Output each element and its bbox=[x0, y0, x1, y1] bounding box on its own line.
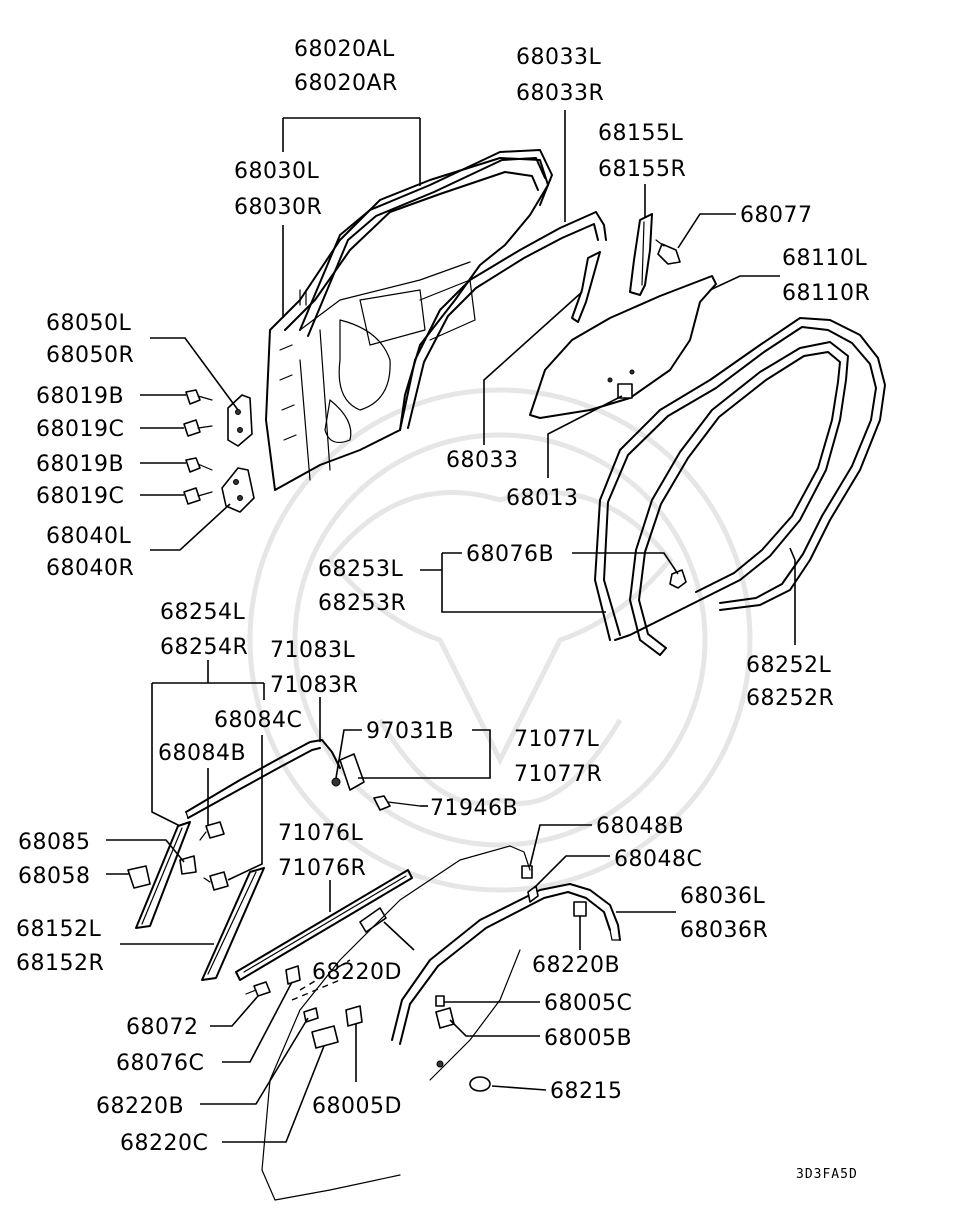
hinge-bolts-part bbox=[183, 389, 213, 505]
label-71946B: 71946B bbox=[430, 796, 518, 821]
label-68050R: 68050R bbox=[46, 343, 134, 368]
label-68252R: 68252R bbox=[746, 686, 834, 711]
label-68020AL: 68020AL bbox=[294, 37, 395, 62]
label-68050L: 68050L bbox=[46, 311, 131, 336]
clips-68005-part bbox=[435, 995, 455, 1029]
pad-68220B-right-part bbox=[573, 901, 587, 917]
label-68110L: 68110L bbox=[782, 246, 867, 271]
pillar-trim-part bbox=[201, 867, 265, 981]
screw-68072-part bbox=[245, 981, 271, 997]
label-68152L: 68152L bbox=[16, 917, 101, 942]
label-68077: 68077 bbox=[740, 203, 813, 228]
label-68152R: 68152R bbox=[16, 951, 104, 976]
label-68220D: 68220D bbox=[312, 960, 402, 985]
label-68254L: 68254L bbox=[160, 600, 245, 625]
label-97031B: 97031B bbox=[366, 719, 454, 744]
label-68253L: 68253L bbox=[318, 557, 403, 582]
label-68220C: 68220C bbox=[120, 1131, 208, 1156]
opening-weatherstrip-part bbox=[614, 341, 849, 656]
label-71076R: 71076R bbox=[278, 856, 366, 881]
glass-clip bbox=[617, 383, 633, 399]
label-68030R: 68030R bbox=[234, 195, 322, 220]
pads-lower-part bbox=[303, 1005, 363, 1049]
label-71076L: 71076L bbox=[278, 821, 363, 846]
division-bar-part bbox=[571, 251, 601, 323]
label-68005B: 68005B bbox=[544, 1026, 632, 1051]
diagram-code: 3D3FA5D bbox=[796, 1167, 858, 1182]
label-71083R: 71083R bbox=[270, 673, 358, 698]
upper-hinge-part bbox=[227, 394, 253, 447]
label-68084B: 68084B bbox=[158, 741, 246, 766]
door-frame-sash-part bbox=[299, 149, 553, 337]
label-71077R: 71077R bbox=[514, 762, 602, 787]
label-68252L: 68252L bbox=[746, 653, 831, 678]
inner-belt-weatherstrip-part bbox=[235, 869, 413, 981]
watermark-emblem bbox=[247, 387, 753, 893]
label-68220B-left: 68220B bbox=[96, 1094, 184, 1119]
part-labels: 68020AL 68020AR 68030L 68030R 68033L 680… bbox=[16, 37, 870, 1182]
clip-68076C-part bbox=[285, 965, 301, 985]
label-68005D: 68005D bbox=[312, 1094, 402, 1119]
label-68072: 68072 bbox=[126, 1015, 199, 1040]
small-hardware-part bbox=[127, 821, 229, 891]
clips-68048-part bbox=[521, 865, 539, 903]
label-68005C: 68005C bbox=[544, 991, 632, 1016]
label-68019B-upper: 68019B bbox=[36, 384, 124, 409]
sash-trim-part bbox=[629, 213, 653, 296]
label-68040R: 68040R bbox=[46, 556, 134, 581]
label-68048C: 68048C bbox=[614, 847, 702, 872]
label-68013: 68013 bbox=[506, 486, 579, 511]
label-68215: 68215 bbox=[550, 1079, 623, 1104]
label-68020AR: 68020AR bbox=[294, 71, 398, 96]
glass-run-channel-part bbox=[399, 211, 607, 431]
label-68048B: 68048B bbox=[596, 814, 684, 839]
label-68085: 68085 bbox=[18, 830, 91, 855]
lower-hinge-part bbox=[221, 467, 255, 513]
label-68076B: 68076B bbox=[466, 542, 554, 567]
label-68220B-right: 68220B bbox=[532, 953, 620, 978]
label-68155R: 68155R bbox=[598, 157, 686, 182]
label-68076C: 68076C bbox=[116, 1051, 204, 1076]
label-68253R: 68253R bbox=[318, 591, 406, 616]
label-68254R: 68254R bbox=[160, 635, 248, 660]
label-68019C-upper: 68019C bbox=[36, 417, 124, 442]
label-68084C: 68084C bbox=[214, 708, 302, 733]
outer-moulding-part bbox=[391, 883, 621, 1045]
label-68019B-lower: 68019B bbox=[36, 452, 124, 477]
label-68155L: 68155L bbox=[598, 121, 683, 146]
clip-68076B-part bbox=[669, 569, 687, 589]
sash-moulding-part bbox=[135, 821, 191, 929]
label-68033R: 68033R bbox=[516, 81, 604, 106]
label-68019C-lower: 68019C bbox=[36, 484, 124, 509]
outer-door-panel-part bbox=[261, 845, 531, 1201]
door-shell-part bbox=[265, 157, 549, 491]
screw-68077-part bbox=[655, 239, 681, 265]
belt-moulding-part bbox=[185, 739, 341, 819]
leader-lines bbox=[106, 110, 796, 1143]
label-68030L: 68030L bbox=[234, 159, 319, 184]
label-71077L: 71077L bbox=[514, 727, 599, 752]
door-glass-part bbox=[529, 275, 717, 419]
plug-68215-part bbox=[469, 1076, 491, 1092]
label-68058: 68058 bbox=[18, 864, 91, 889]
moulding-bracket-part bbox=[331, 753, 365, 791]
label-68033: 68033 bbox=[446, 448, 519, 473]
pad-68220D-part bbox=[359, 907, 387, 933]
label-68040L: 68040L bbox=[46, 524, 131, 549]
screw-71946B-part bbox=[373, 795, 421, 811]
label-68033L: 68033L bbox=[516, 45, 601, 70]
label-68036R: 68036R bbox=[680, 918, 768, 943]
door-weatherstrip-outer-part bbox=[594, 317, 886, 641]
label-68036L: 68036L bbox=[680, 884, 765, 909]
label-71083L: 71083L bbox=[270, 638, 355, 663]
label-68110R: 68110R bbox=[782, 281, 870, 306]
